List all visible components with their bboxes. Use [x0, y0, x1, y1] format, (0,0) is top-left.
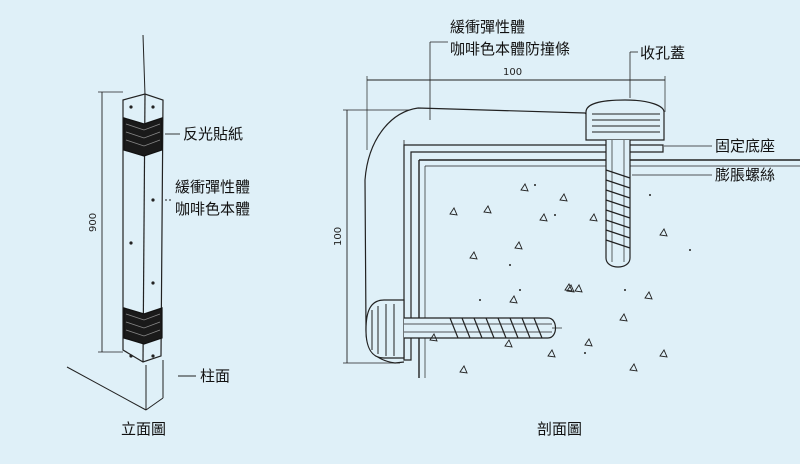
label-expansion-bolt: 膨脹螺絲 [715, 166, 776, 184]
dim-elevation-height: 900 [88, 212, 99, 232]
label-elevation-body: 咖啡色本體 [175, 200, 251, 218]
label-section-elastic: 緩衝彈性體 [450, 18, 526, 36]
label-fixed-base: 固定底座 [715, 137, 776, 155]
reflective-band-top [123, 117, 163, 157]
caption-elevation: 立面圖 [121, 420, 167, 438]
caption-section: 剖面圖 [537, 420, 583, 438]
label-elevation-elastic: 緩衝彈性體 [175, 178, 251, 196]
horizontal-anchor-bolt [404, 317, 557, 339]
label-column-face: 柱面 [200, 367, 231, 385]
dim-section-height: 100 [333, 226, 344, 246]
concrete-aggregate [429, 183, 668, 374]
dim-section-width: 100 [503, 67, 523, 78]
elevation-view [66, 34, 196, 411]
elevation-screw-holes [129, 105, 155, 358]
section-view [343, 41, 800, 378]
label-hole-cap: 收孔蓋 [640, 44, 686, 62]
label-section-body: 咖啡色本體防撞條 [450, 40, 571, 58]
concrete-dots [479, 184, 691, 354]
reflective-band-bottom [123, 307, 163, 345]
label-reflective-sticker: 反光貼紙 [183, 125, 244, 143]
